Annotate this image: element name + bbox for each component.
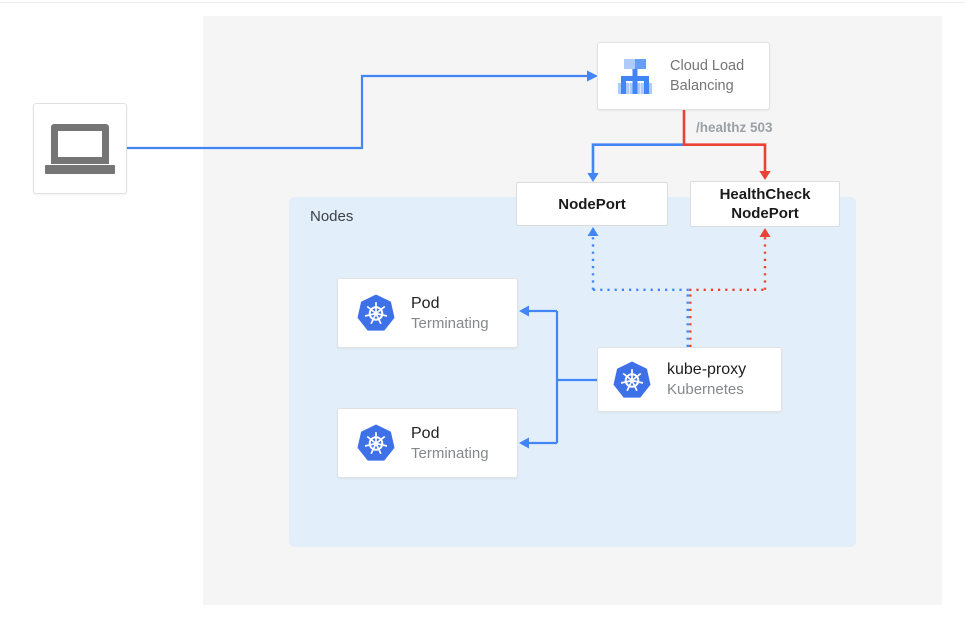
healthz-edge-label: /healthz 503 [696, 120, 773, 135]
kubernetes-icon [356, 293, 396, 333]
hc-label-line2: NodePort [731, 205, 799, 222]
healthcheck-nodeport-card: HealthCheck NodePort [690, 181, 840, 227]
client-card [33, 103, 127, 194]
top-divider [0, 2, 965, 3]
kube-proxy-subtitle: Kubernetes [667, 381, 744, 398]
kube-proxy-title: kube-proxy [667, 361, 747, 378]
laptop-base [45, 164, 115, 174]
clb-label-line1: Cloud Load [670, 58, 745, 74]
pod-title: Pod [411, 424, 440, 442]
hc-label-line1: HealthCheck [719, 186, 811, 203]
kubernetes-icon [356, 423, 396, 463]
cloud-load-balancing-icon [615, 56, 655, 96]
kubernetes-icon [612, 360, 652, 400]
kube-proxy-card: kube-proxy Kubernetes [597, 347, 782, 412]
cloud-load-balancing-card: Cloud Load Balancing [597, 42, 770, 110]
nodes-label: Nodes [310, 208, 354, 225]
clb-label-line2: Balancing [670, 78, 734, 94]
cloud-load-balancing-label: Cloud Load Balancing [670, 56, 744, 96]
pod-status: Terminating [411, 444, 489, 462]
pod-title: Pod [411, 294, 440, 312]
nodeport-card: NodePort [516, 182, 668, 226]
pod-card-1: Pod Terminating [337, 278, 518, 348]
laptop-icon [51, 123, 109, 164]
healthcheck-nodeport-label: HealthCheck NodePort [720, 185, 811, 223]
pod-card-2: Pod Terminating [337, 408, 518, 478]
pod-status: Terminating [411, 314, 489, 332]
